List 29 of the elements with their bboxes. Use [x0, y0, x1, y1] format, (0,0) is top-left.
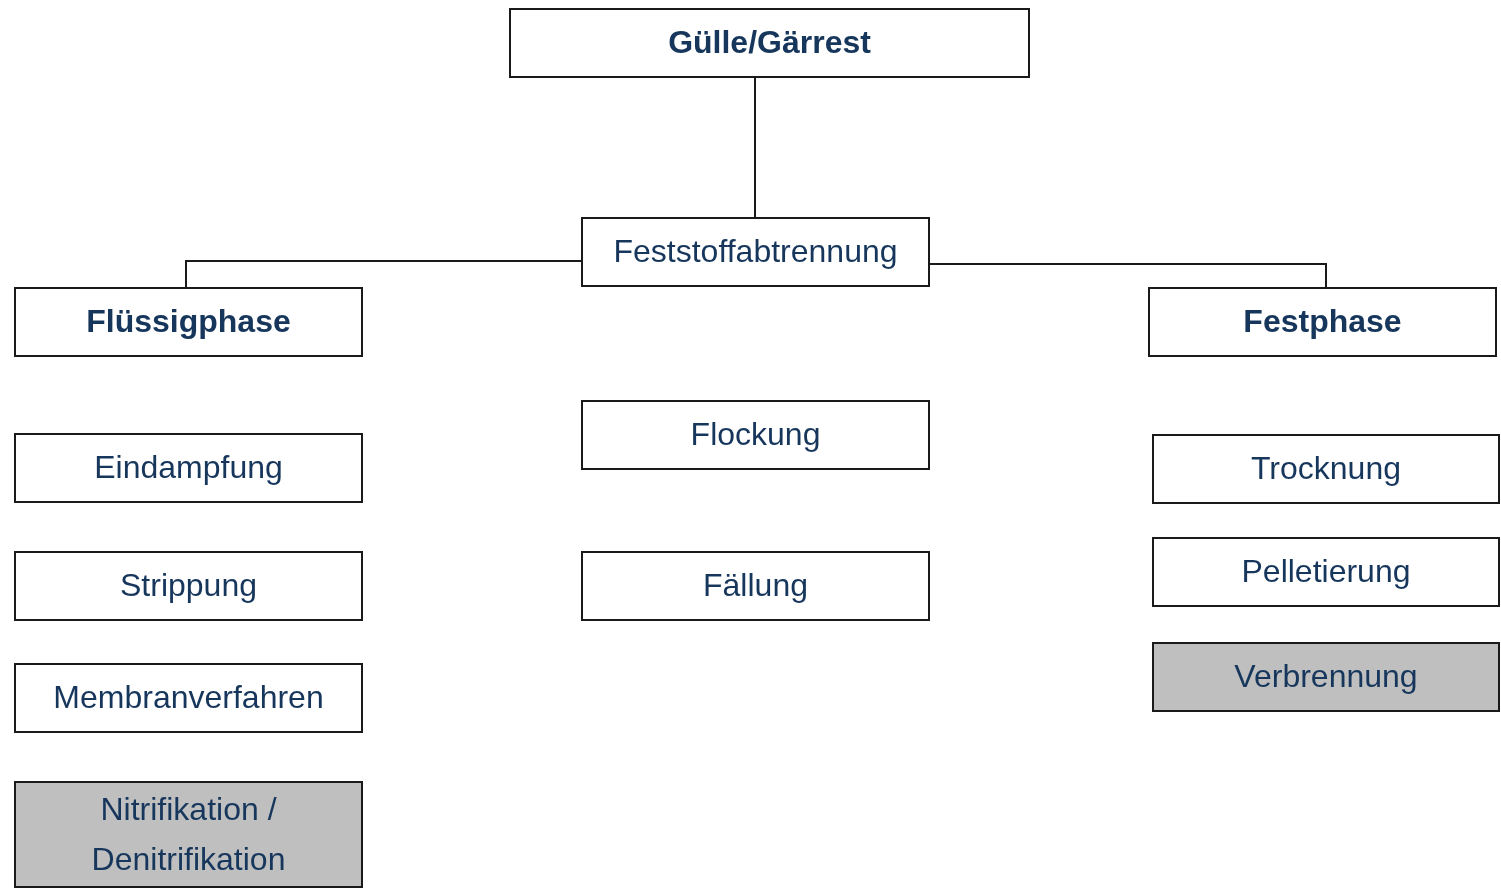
step-label: Trocknung [1251, 449, 1401, 489]
step-label: Strippung [120, 566, 257, 606]
connector-line [754, 77, 756, 218]
connector-line [929, 263, 1327, 288]
step-label: Fällung [703, 566, 808, 606]
process-box [1148, 287, 1497, 357]
step-label: Pelletierung [1241, 552, 1411, 592]
heading-text: Festphase [1243, 302, 1402, 342]
step-label: Membranverfahren [53, 678, 324, 718]
connector-line [185, 260, 582, 288]
process-box [14, 781, 363, 888]
process-box [581, 551, 930, 621]
process-box [1152, 642, 1500, 712]
step-label: Eindampfung [94, 448, 283, 488]
process-box [1152, 537, 1500, 607]
step-label: Feststoffabtrennung [613, 232, 898, 272]
step-label: Verbrennung [1234, 657, 1418, 697]
heading-text: Flüssigphase [86, 302, 291, 342]
process-box [14, 287, 363, 357]
process-box [14, 663, 363, 733]
heading-text: Gülle/Gärrest [668, 23, 871, 63]
process-box [509, 8, 1030, 78]
process-box [581, 400, 930, 470]
process-box [14, 433, 363, 503]
step-label: Flockung [690, 415, 821, 455]
process-box [581, 217, 930, 287]
process-box [1152, 434, 1500, 504]
process-box [14, 551, 363, 621]
step-label: Nitrifikation / Denitrifikation [90, 789, 287, 879]
